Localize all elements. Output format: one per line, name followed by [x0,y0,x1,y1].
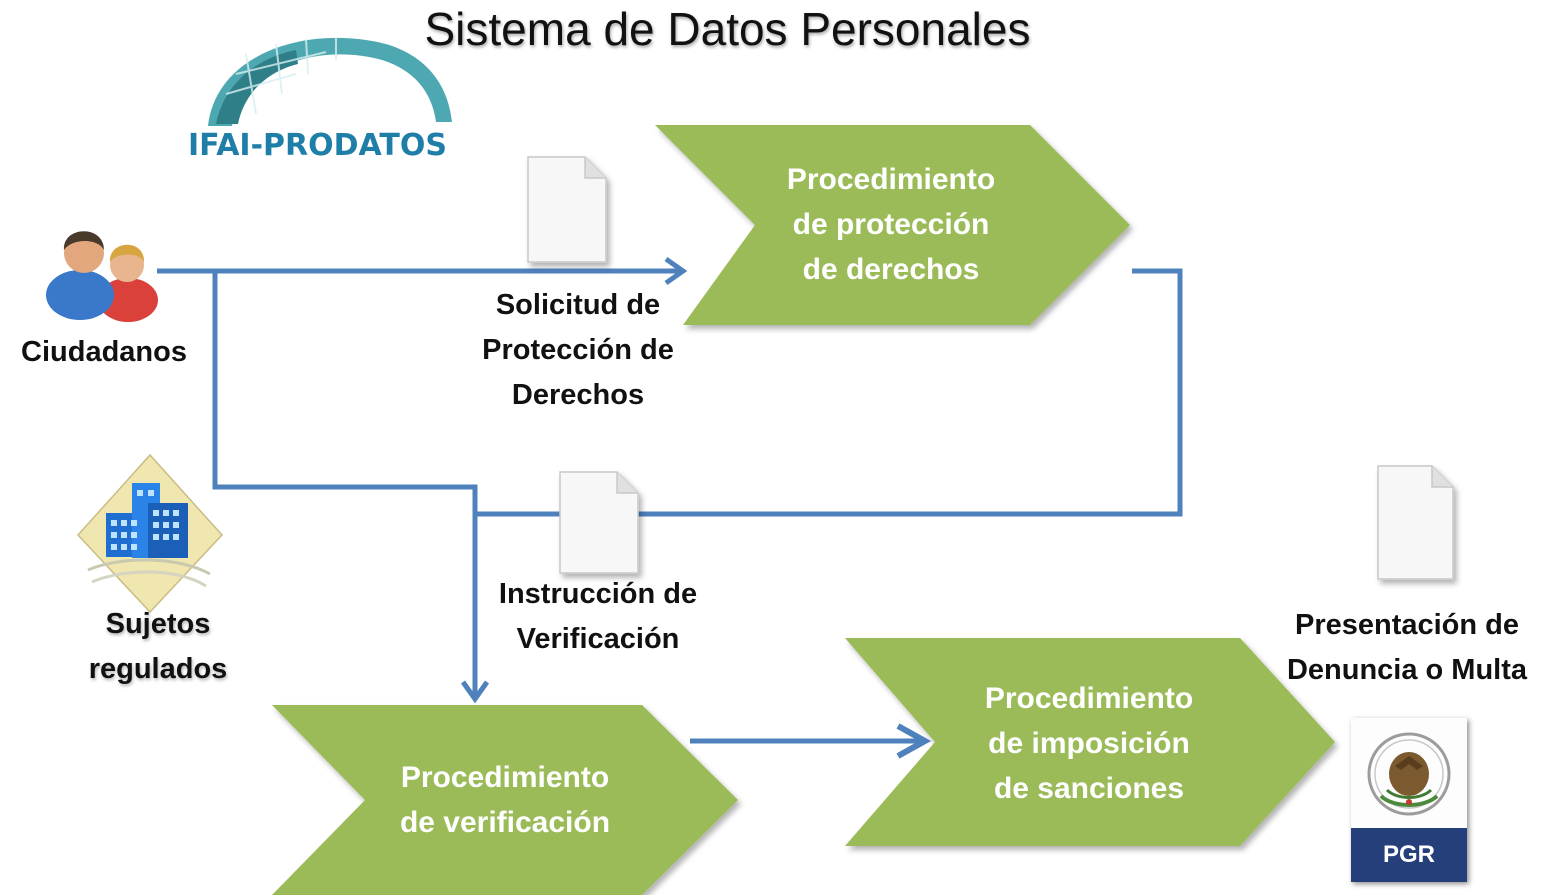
arrowhead-verificacion [460,680,490,704]
process-verificacion-label: Procedimiento de verificación [399,761,611,839]
building-icon [76,453,224,614]
people-icon [46,231,158,322]
document-instruccion-label: Instrucción de Verificación [498,578,698,655]
document-solicitud-label: Solicitud de Protección de Derechos [482,289,674,411]
connector-ciudadanos-verificacion [212,271,478,698]
document-icon-instruccion [559,471,639,574]
pgr-label: PGR [1351,828,1467,882]
actor-ciudadanos-label: Ciudadanos [21,336,187,368]
actor-sujetos-label: Sujetos regulados [88,608,228,685]
arrowhead-sanciones [896,723,932,759]
coat-of-arms-icon [1367,732,1451,816]
document-presentacion-label: Presentación de Denuncia o Multa [1286,609,1528,686]
diagram-title: Sistema de Datos Personales [424,3,1031,55]
chevron-verificacion [272,705,738,895]
document-icon-presentacion [1377,465,1454,580]
pgr-emblem: PGR [1351,718,1467,882]
document-icon-solicitud [527,156,607,263]
ifai-prodatos-logo [186,14,476,174]
connector-proteccion-verificacion [475,268,1183,517]
process-proteccion-label: Procedimiento de protección de derechos [786,163,996,286]
chevron-proteccion [655,125,1130,325]
logo-text: IFAI-PRODATOS [188,128,447,163]
chevron-sanciones [845,638,1335,846]
process-sanciones-label: Procedimiento de imposición de sanciones [984,682,1194,805]
arrowhead-proteccion [664,256,688,286]
arch-logo-icon [208,37,452,126]
